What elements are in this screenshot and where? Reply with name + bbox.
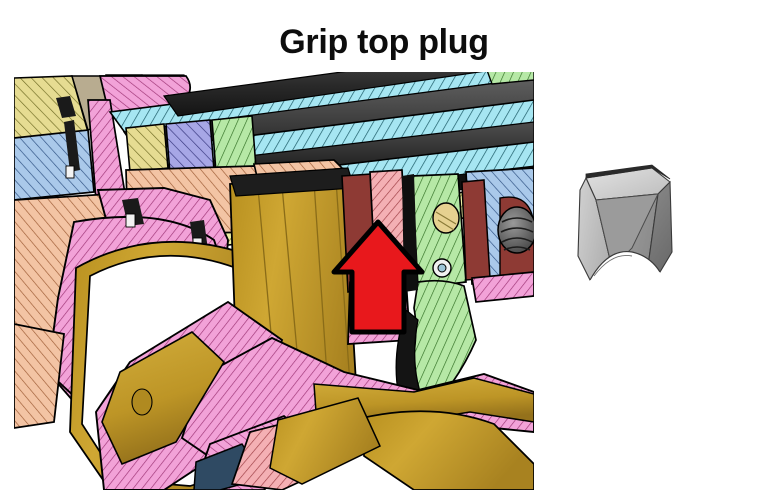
trigger-pin-hatch-2 xyxy=(437,219,455,231)
block-green-mid xyxy=(211,115,257,173)
arrow-up-icon xyxy=(331,219,425,335)
plug-bottom-cutout xyxy=(590,251,660,285)
part-green-top-right xyxy=(486,72,534,85)
cross-section-svg xyxy=(14,72,534,490)
pin-head-light-2 xyxy=(125,213,136,228)
trigger-pin-hatch xyxy=(435,211,457,225)
pin-head-light xyxy=(65,165,75,179)
grip-gold-boss xyxy=(131,388,153,416)
grip-peach-lower-left xyxy=(14,323,65,429)
receiver-upper-left-group xyxy=(14,74,191,201)
block-khaki-mid xyxy=(125,123,169,173)
pin-dark-2 xyxy=(64,120,80,172)
plug-inner-facet xyxy=(595,193,659,269)
grip-top-plug-isometric-view xyxy=(570,160,680,285)
part-blue-left xyxy=(14,129,95,201)
grip-gold-pocket xyxy=(269,397,381,485)
grip-lower-panels xyxy=(95,300,534,490)
right-assembly xyxy=(461,167,534,303)
plug-part-svg xyxy=(577,164,673,285)
spring-coil-line-3 xyxy=(501,237,533,243)
spring-coil-line-4 xyxy=(503,246,531,251)
page-title: Grip top plug xyxy=(279,23,489,61)
spring-coil-line-2 xyxy=(500,227,534,233)
grip-cross-section-view xyxy=(14,72,534,490)
annotation-arrow xyxy=(331,219,425,335)
grip-gold-lower-mid xyxy=(101,331,226,466)
trigger-small-hole-inner xyxy=(437,263,447,273)
plug-right-face xyxy=(647,180,673,273)
trigger-group xyxy=(395,173,477,426)
spring-coil-line-1 xyxy=(501,217,533,223)
bar-dark-1 xyxy=(162,72,484,117)
grip-gold-lower-right xyxy=(361,410,534,490)
part-pink-right xyxy=(471,271,534,303)
plug-bottom-cut-edge xyxy=(589,250,661,281)
pin-dark-1 xyxy=(56,96,76,118)
plug-bottom-cut-shade xyxy=(593,254,633,277)
block-periwinkle xyxy=(165,119,215,175)
